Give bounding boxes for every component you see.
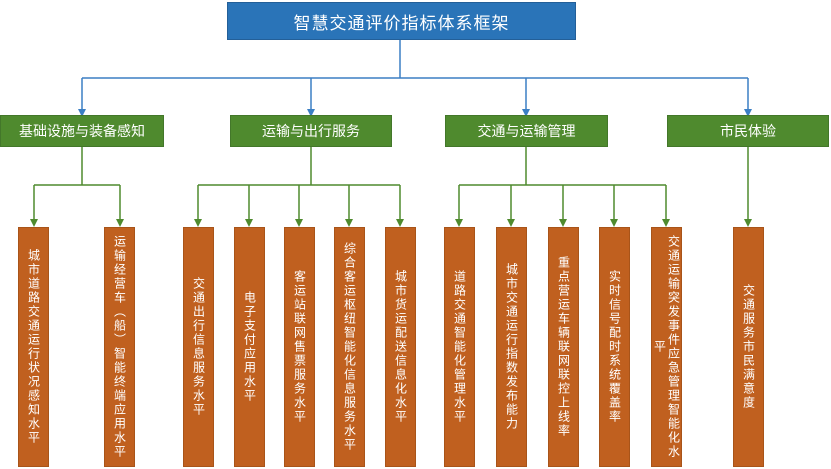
- leaf-indicator: 道路交通智能化管理水平: [444, 227, 475, 467]
- leaf-label: 道路交通智能化管理水平: [452, 270, 467, 424]
- leaf-indicator: 运输经营车（船）智能终端应用水平: [104, 227, 135, 467]
- category-traffic-management: 交通与运输管理: [445, 115, 608, 147]
- category-label: 交通与运输管理: [477, 124, 576, 140]
- category-1-connectors: [30, 147, 124, 227]
- leaf-label: 城市货运配送信息化水平: [393, 270, 408, 424]
- leaf-indicator: 交通运输突发事件应急管理智能化水平: [651, 227, 682, 467]
- leaf-indicator: 客运站联网售票服务水平: [284, 227, 315, 467]
- leaf-indicator: 交通服务市民满意度: [733, 227, 764, 467]
- leaf-label: 电子支付应用水平: [242, 291, 257, 403]
- leaf-label: 交通出行信息服务水平: [191, 277, 206, 417]
- leaf-label: 交通运输突发事件应急管理智能化水平: [652, 235, 681, 459]
- leaf-indicator: 城市货运配送信息化水平: [385, 227, 416, 467]
- leaf-indicator: 电子支付应用水平: [234, 227, 265, 467]
- leaf-label: 交通服务市民满意度: [741, 284, 756, 410]
- category-label: 市民体验: [720, 124, 776, 140]
- leaf-label: 综合客运枢纽智能化信息服务水平: [342, 242, 357, 452]
- leaf-label: 实时信号配时系统覆盖率: [607, 270, 622, 424]
- category-transport-service: 运输与出行服务: [230, 115, 392, 147]
- leaf-indicator: 城市道路交通运行状况感知水平: [18, 227, 49, 467]
- leaf-indicator: 城市交通运行指数发布能力: [496, 227, 527, 467]
- root-title-box: 智慧交通评价指标体系框架: [227, 2, 576, 40]
- leaf-indicator: 实时信号配时系统覆盖率: [599, 227, 630, 467]
- category-citizen-experience: 市民体验: [667, 115, 829, 147]
- category-label: 运输与出行服务: [262, 124, 360, 140]
- leaf-label: 城市道路交通运行状况感知水平: [26, 249, 41, 445]
- leaf-indicator: 重点营运车辆联网联控上线率: [548, 227, 579, 467]
- category-label: 基础设施与装备感知: [19, 124, 145, 140]
- leaf-label: 城市交通运行指数发布能力: [504, 263, 519, 431]
- leaf-indicator: 综合客运枢纽智能化信息服务水平: [334, 227, 365, 467]
- leaf-label: 运输经营车（船）智能终端应用水平: [112, 235, 127, 459]
- root-connectors: [78, 40, 752, 117]
- category-infrastructure: 基础设施与装备感知: [0, 115, 164, 147]
- category-3-connectors: [455, 147, 670, 227]
- leaf-label: 客运站联网售票服务水平: [292, 270, 307, 424]
- category-2-connectors: [194, 147, 404, 227]
- leaf-indicator: 交通出行信息服务水平: [183, 227, 214, 467]
- leaf-label: 重点营运车辆联网联控上线率: [556, 256, 571, 438]
- diagram-title: 智慧交通评价指标体系框架: [293, 13, 510, 34]
